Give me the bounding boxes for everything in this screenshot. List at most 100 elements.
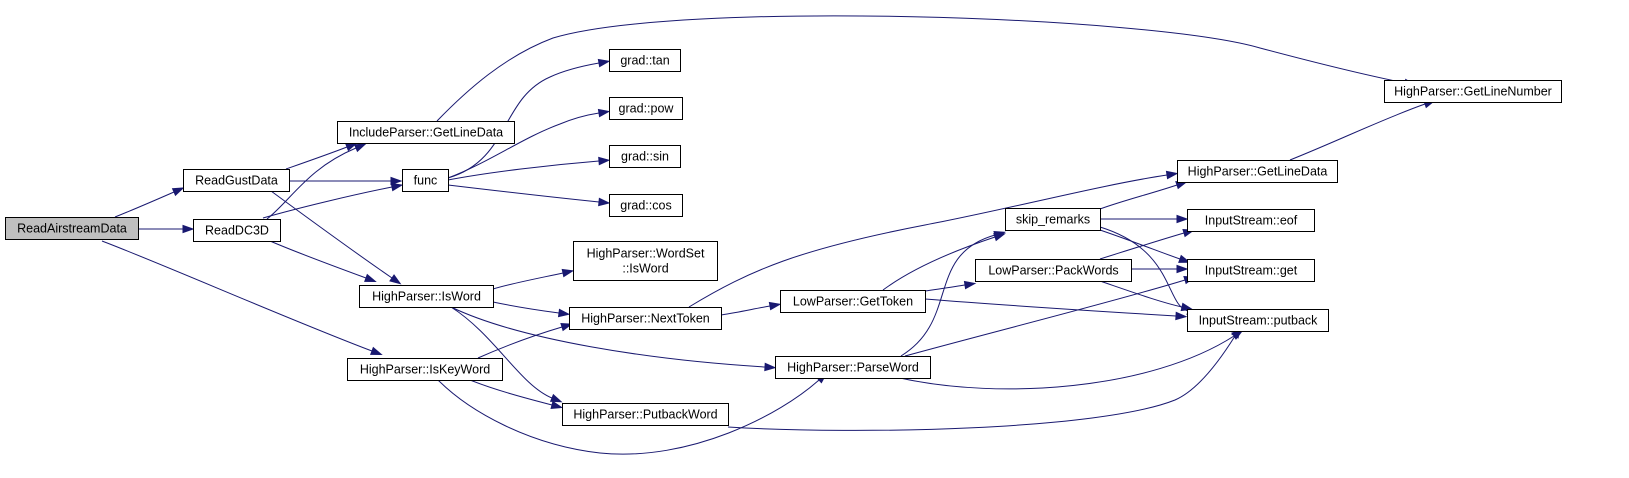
node-box <box>337 121 515 144</box>
edge-line <box>285 146 348 170</box>
node-include-getlinedata[interactable]: IncludeParser::GetLineData <box>337 121 515 144</box>
arrowhead <box>390 176 403 186</box>
edge-line <box>1099 280 1183 308</box>
node-high-getlinenumber[interactable]: HighParser::GetLineNumber <box>1384 80 1562 103</box>
node-label: ReadGustData <box>195 174 278 188</box>
edge-low_gettoken-to-low_packwords <box>924 280 977 292</box>
node-grad-sin[interactable]: grad::sin <box>609 145 681 168</box>
arrowhead <box>1165 170 1179 180</box>
node-label: HighParser::NextToken <box>581 312 710 326</box>
node-low-packwords[interactable]: LowParser::PackWords <box>975 259 1132 282</box>
edge-skip_remarks-to-high_getlinedata <box>1099 181 1188 210</box>
edge-low_packwords-to-is_get <box>1131 264 1189 274</box>
edge-line <box>437 379 820 455</box>
edge-line <box>447 160 600 181</box>
edge-high_iskeyword-to-high_nexttoken <box>477 323 574 359</box>
edge-line <box>269 240 367 279</box>
edge-high_nexttoken-to-low_gettoken <box>720 301 782 316</box>
edge-high_iskeyword-to-high_putbackword <box>469 379 564 410</box>
arrowhead <box>1176 214 1189 224</box>
edge-high_parseword-to-skip_remarks <box>900 230 1007 357</box>
edge-high_getlinedata-to-high_getlinenumber <box>1289 100 1436 161</box>
edge-low_packwords-to-is_eof <box>1099 229 1196 260</box>
edge-line <box>436 15 1406 122</box>
arrowhead <box>597 108 611 118</box>
edge-read_gust-to-include_getlinedata <box>285 142 358 170</box>
node-low-gettoken[interactable]: LowParser::GetToken <box>780 290 926 313</box>
node-is-eof[interactable]: InputStream::eof <box>1187 209 1315 232</box>
node-box <box>1187 259 1315 282</box>
node-wordset-isword[interactable]: HighParser::WordSet::IsWord <box>573 241 718 281</box>
node-is-get[interactable]: InputStream::get <box>1187 259 1315 282</box>
node-high-getlinedata[interactable]: HighParser::GetLineData <box>1177 160 1338 183</box>
node-label: InputStream::get <box>1205 264 1298 278</box>
node-box <box>347 358 503 381</box>
node-box <box>5 217 139 240</box>
node-label: HighParser::GetLineData <box>1188 165 1328 179</box>
edge-skip_remarks-to-is_eof <box>1100 214 1189 224</box>
edge-read_dc3d-to-func <box>262 182 404 219</box>
node-high-nexttoken[interactable]: HighParser::NextToken <box>569 307 722 330</box>
node-label: func <box>414 174 438 188</box>
edge-line <box>450 306 553 399</box>
node-box <box>183 169 290 192</box>
node-read-gust[interactable]: ReadGustData <box>183 169 290 192</box>
edge-line <box>688 174 1168 308</box>
node-read-dc3d[interactable]: ReadDC3D <box>193 219 281 242</box>
node-func[interactable]: func <box>402 169 449 192</box>
node-box <box>359 285 494 308</box>
arrowhead <box>1178 254 1191 263</box>
arrowhead <box>1175 311 1188 321</box>
node-is-putback[interactable]: InputStream::putback <box>1187 309 1329 332</box>
edge-line <box>447 62 600 179</box>
edge-low_packwords-to-is_putback <box>1099 280 1194 312</box>
node-high-isword[interactable]: HighParser::IsWord <box>359 285 494 308</box>
edge-high_parseword-to-is_putback <box>899 329 1244 390</box>
node-label: grad::sin <box>621 150 669 164</box>
node-high-iskeyword[interactable]: HighParser::IsKeyWord <box>347 358 503 381</box>
arrowhead <box>557 308 571 318</box>
edge-line <box>924 284 966 292</box>
arrowhead <box>370 346 383 356</box>
node-high-parseword[interactable]: HighParser::ParseWord <box>775 356 931 379</box>
node-label: HighParser::IsKeyWord <box>360 363 490 377</box>
arrowhead <box>768 301 782 311</box>
edge-read_airstream-to-high_iskeyword <box>101 240 383 356</box>
node-label: ReadDC3D <box>205 224 269 238</box>
node-skip-remarks[interactable]: skip_remarks <box>1005 208 1101 231</box>
edge-read_gust-to-high_isword <box>270 190 402 285</box>
node-high-putbackword[interactable]: HighParser::PutbackWord <box>562 403 729 426</box>
node-box <box>609 145 681 168</box>
node-label: HighParser::PutbackWord <box>573 408 717 422</box>
node-box <box>1005 208 1101 231</box>
edge-line <box>899 335 1235 390</box>
edge-line <box>904 279 1186 357</box>
arrowhead <box>550 400 564 410</box>
edge-line <box>450 306 766 368</box>
edge-line <box>1099 184 1178 210</box>
edge-high_nexttoken-to-high_getlinedata <box>688 170 1179 308</box>
arrowhead <box>390 182 404 192</box>
edge-line <box>469 379 553 406</box>
edge-line <box>1099 229 1181 260</box>
node-box <box>609 49 681 72</box>
edge-line <box>720 305 771 316</box>
node-grad-tan[interactable]: grad::tan <box>609 49 681 72</box>
node-box <box>1177 160 1338 183</box>
arrowhead <box>963 280 977 290</box>
edge-func-to-grad_tan <box>447 58 611 179</box>
node-label: ReadAirstreamData <box>17 222 127 236</box>
node-label: HighParser::GetLineNumber <box>1394 85 1552 99</box>
edge-line <box>266 147 357 220</box>
node-box <box>780 290 926 313</box>
edge-line <box>477 326 563 359</box>
arrowhead <box>171 187 185 197</box>
node-grad-cos[interactable]: grad::cos <box>609 194 683 217</box>
edge-line <box>101 240 373 352</box>
arrowhead <box>1180 302 1194 312</box>
node-label: LowParser::PackWords <box>988 264 1118 278</box>
node-read-airstream[interactable]: ReadAirstreamData <box>5 217 139 240</box>
node-grad-pow[interactable]: grad::pow <box>609 97 683 120</box>
edge-line <box>270 190 393 279</box>
